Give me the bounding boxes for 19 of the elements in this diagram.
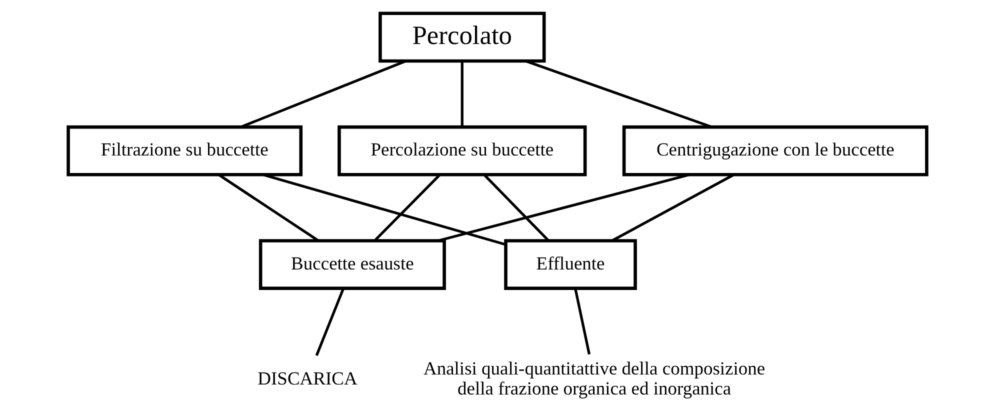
connector bbox=[484, 174, 550, 242]
connector bbox=[438, 174, 690, 242]
connector bbox=[574, 288, 591, 355]
connector bbox=[240, 60, 406, 128]
connector bbox=[611, 174, 734, 242]
node-box: Percolazione su buccette bbox=[338, 125, 587, 176]
connector bbox=[374, 174, 440, 242]
node-box: Buccette esauste bbox=[258, 239, 446, 290]
connector bbox=[218, 174, 319, 242]
connector bbox=[262, 174, 506, 246]
node-box: Effluente bbox=[504, 239, 637, 290]
node-box: Filtrazione su buccette bbox=[66, 125, 303, 176]
node-box: Centrigugazione con le buccette bbox=[622, 125, 928, 176]
connector bbox=[525, 60, 712, 128]
node-text: DISCARICA bbox=[258, 369, 358, 390]
connector bbox=[460, 62, 464, 127]
node-text: Analisi quali-quantitattive della composizione della frazione organica ed inorganica bbox=[423, 359, 766, 400]
node-box: Percolato bbox=[378, 12, 546, 63]
connector bbox=[315, 288, 345, 356]
